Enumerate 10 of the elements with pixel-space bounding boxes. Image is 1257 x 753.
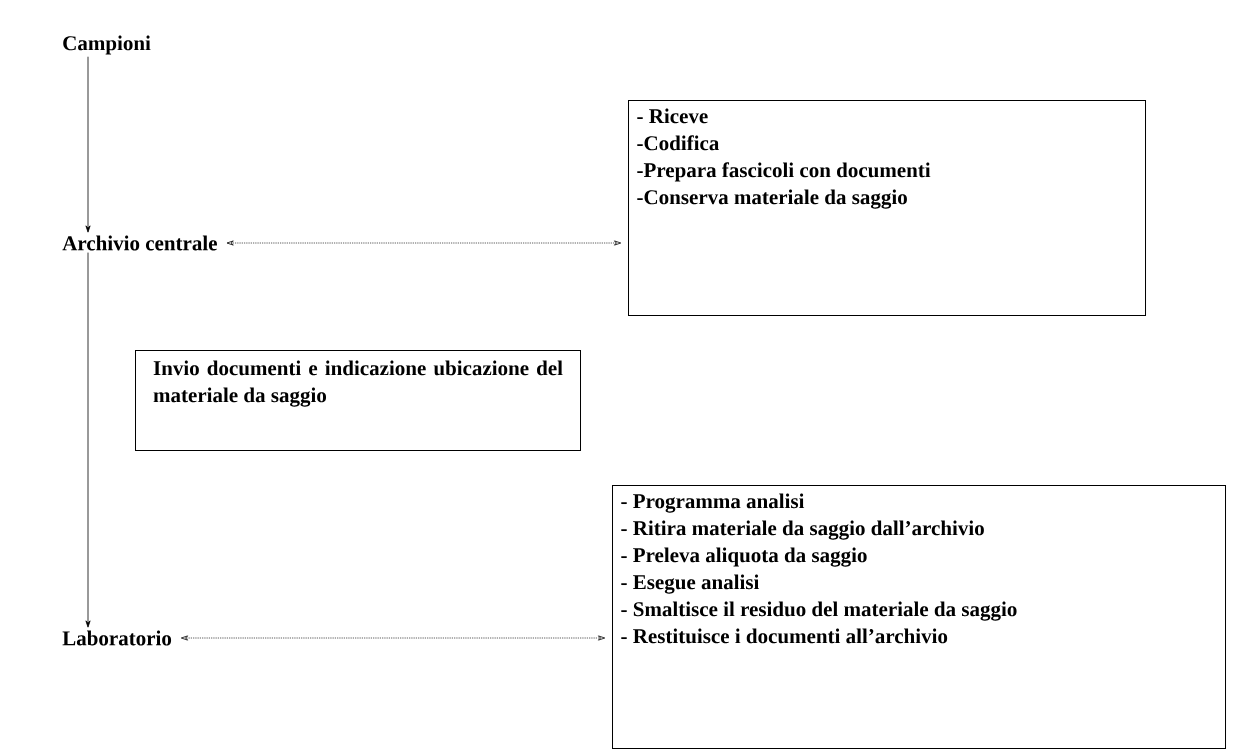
label-text: Archivio centrale [62, 235, 217, 251]
label-text: Laboratorio [62, 630, 172, 646]
arrow [180, 635, 606, 641]
arrow [226, 240, 622, 246]
label-text: Campioni [63, 35, 151, 55]
arrow [85, 56, 91, 233]
note-box: Invio documenti e indicazione ubicazione del materiale da saggio [135, 350, 581, 451]
arrow [85, 252, 91, 628]
list-box: - Riceve -Codifica -Prepara fascicoli con documenti -Conserva materiale da saggio [628, 100, 1146, 316]
list-box: - Programma analisi - Ritira materiale da saggio dall’archivio - Preleva aliquota da saggio - Esegue analisi - Smaltisce il residuo del materiale da saggio - Restituisce i documenti all’archivio [612, 485, 1226, 749]
